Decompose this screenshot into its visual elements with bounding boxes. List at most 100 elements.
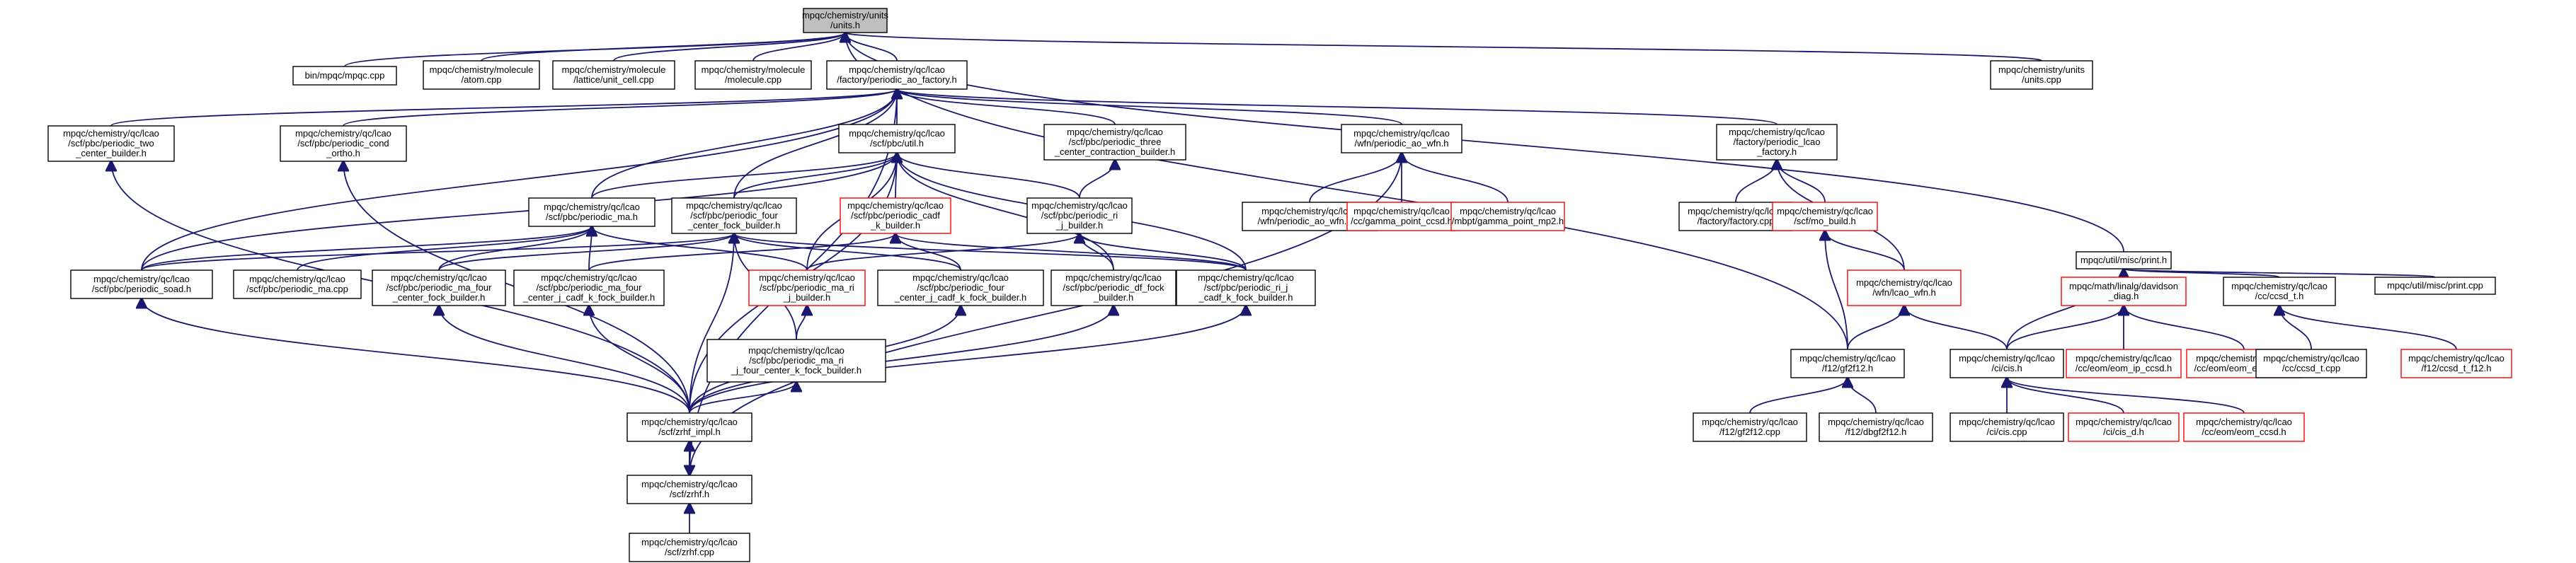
node-cis_h[interactable]: mpqc/chemistry/qc/lcao/ci/cis.h	[1950, 349, 2064, 378]
node-label-davidson-1: _diag.h	[2108, 291, 2139, 301]
edge-mo_build-to-lcao_wfn	[1825, 231, 1905, 271]
node-four_center_fock[interactable]: mpqc/chemistry/qc/lcao/scf/pbc/periodic_…	[671, 197, 797, 234]
node-label-gamma_mp2-0: mpqc/chemistry/qc/lcao	[1460, 206, 1556, 216]
edge-ma_ri_four-to-zrhf_impl	[689, 382, 796, 414]
edge-three_center-to-ri_j	[1079, 160, 1115, 199]
node-ma_four_cadf[interactable]: mpqc/chemistry/qc/lcao/scf/pbc/periodic_…	[513, 269, 665, 306]
node-label-ccsd_t-1: /cc/ccsd_t.h	[2255, 291, 2304, 301]
node-zrhf_cpp[interactable]: mpqc/chemistry/qc/lcao/scf/zrhf.cpp	[629, 533, 750, 562]
node-zrhf_h[interactable]: mpqc/chemistry/qc/lcao/scf/zrhf.h	[626, 475, 752, 504]
node-units_cpp[interactable]: mpqc/chemistry/units/units.cpp	[1990, 60, 2093, 90]
node-three_center[interactable]: mpqc/chemistry/qc/lcao/scf/pbc/periodic_…	[1043, 124, 1186, 161]
node-label-ri_j-1: /scf/pbc/periodic_ri	[1041, 210, 1118, 221]
node-units_h[interactable]: mpqc/chemistry/units/units.h	[802, 8, 889, 33]
node-ma_h[interactable]: mpqc/chemistry/qc/lcao/scf/pbc/periodic_…	[528, 197, 656, 227]
node-f12gf2f12[interactable]: mpqc/chemistry/qc/lcao/f12/gf2f12.h	[1790, 349, 1905, 378]
node-label-periodic_ao_wfn-1: /wfn/periodic_ao_wfn.h	[1355, 138, 1449, 149]
edge-ma_ri_j-to-ma_ri_four	[796, 306, 807, 340]
node-soad_h[interactable]: mpqc/chemistry/qc/lcao/scf/pbc/periodic_…	[70, 269, 213, 299]
node-cis_d[interactable]: mpqc/chemistry/qc/lcao/ci/cis_d.h	[2068, 412, 2180, 442]
node-label-cis_cpp-1: /ci/cis.cpp	[1986, 426, 2027, 437]
node-ma_ri_j[interactable]: mpqc/chemistry/qc/lcao/scf/pbc/periodic_…	[748, 269, 866, 306]
node-label-ma_cpp-1: /scf/pbc/periodic_ma.cpp	[246, 284, 348, 294]
node-periodic_lcao_factory[interactable]: mpqc/chemistry/qc/lcao/factory/periodic_…	[1716, 124, 1838, 161]
node-ma_four_center[interactable]: mpqc/chemistry/qc/lcao/scf/pbc/periodic_…	[372, 269, 506, 306]
node-gamma_ccsd[interactable]: mpqc/chemistry/qc/lcao/cc/gamma_point_cc…	[1346, 202, 1457, 231]
node-atom_cpp[interactable]: mpqc/chemistry/molecule/atom.cpp	[423, 60, 540, 90]
edge-ma_h-to-ma_cpp	[297, 226, 592, 271]
node-label-f12gf2f12-1: /f12/gf2f12.h	[1822, 363, 1873, 373]
node-label-dbgf2f12-0: mpqc/chemistry/qc/lcao	[1828, 417, 1924, 427]
edge-periodic_ao_factory-to-periodic_ao_wfn	[897, 89, 1402, 125]
node-df_fock[interactable]: mpqc/chemistry/qc/lcao/scf/pbc/periodic_…	[1051, 269, 1177, 306]
node-ccsd_t[interactable]: mpqc/chemistry/qc/lcao/cc/ccsd_t.h	[2223, 277, 2336, 306]
node-label-three_center-1: /scf/pbc/periodic_three	[1069, 137, 1162, 147]
node-box-lcao_wfn	[1847, 269, 1962, 306]
node-eom_ccsd[interactable]: mpqc/chemistry/qc/lcao/cc/eom/eom_ccsd.h	[2183, 412, 2305, 442]
node-box-zrhf_cpp	[629, 533, 750, 562]
nodes-layer: mpqc/chemistry/units/units.h bin/mpqc/mpq…	[47, 8, 2512, 562]
node-ma_ri_four[interactable]: mpqc/chemistry/qc/lcao/scf/pbc/periodic_…	[706, 339, 886, 383]
node-lcao_wfn[interactable]: mpqc/chemistry/qc/lcao/wfn/lcao_wfn.h	[1847, 269, 1962, 306]
node-molecule_cpp[interactable]: mpqc/chemistry/molecule/molecule.cpp	[694, 60, 812, 90]
edge-periodic_ao_factory-to-two_center	[110, 89, 897, 127]
node-cis_cpp[interactable]: mpqc/chemistry/qc/lcao/ci/cis.cpp	[1950, 412, 2064, 442]
node-gf2f12_cpp[interactable]: mpqc/chemistry/qc/lcao/f12/gf2f12.cpp	[1693, 412, 1807, 442]
node-periodic_ao_wfn[interactable]: mpqc/chemistry/qc/lcao/wfn/periodic_ao_w…	[1341, 124, 1462, 153]
node-label-units_h-1: /units.h	[830, 20, 860, 30]
node-label-atom_cpp-0: mpqc/chemistry/molecule	[430, 64, 534, 75]
edge-ma_four_center-to-zrhf_impl	[439, 306, 690, 414]
node-label-gamma_ccsd-0: mpqc/chemistry/qc/lcao	[1353, 206, 1450, 216]
edge-four_center_fock-to-ma_four_center	[438, 233, 734, 271]
node-label-unit_cell_cpp-1: /lattice/unit_cell.cpp	[573, 74, 653, 85]
node-two_center[interactable]: mpqc/chemistry/qc/lcao/scf/pbc/periodic_…	[47, 125, 175, 162]
node-label-soad_h-0: mpqc/chemistry/qc/lcao	[93, 274, 190, 284]
node-ccsd_t_f12[interactable]: mpqc/chemistry/qc/lcao/f12/ccsd_t_f12.h	[2400, 349, 2512, 378]
edge-f12gf2f12-to-gf2f12_cpp	[1749, 378, 1848, 414]
node-four_cadf[interactable]: mpqc/chemistry/qc/lcao/scf/pbc/periodic_…	[877, 269, 1044, 306]
edge-f12gf2f12-to-dbgf2f12	[1848, 378, 1877, 414]
node-box-units_h	[803, 8, 888, 33]
edge-ccsd_t-to-ccsd_t_cpp	[2279, 306, 2312, 350]
node-label-df_fock-2: _builder.h	[1093, 292, 1133, 303]
node-unit_cell_cpp[interactable]: mpqc/chemistry/molecule/lattice/unit_cel…	[552, 60, 675, 90]
node-label-mo_build-1: /scf/mo_build.h	[1794, 216, 1855, 226]
node-label-ma_ri_j-1: /scf/pbc/periodic_ma_ri	[760, 282, 854, 293]
node-label-print_h-0: mpqc/util/misc/print.h	[2080, 255, 2167, 265]
node-label-cis_h-1: /ci/cis.h	[1991, 363, 2022, 373]
node-label-units_cpp-1: /units.cpp	[2022, 74, 2061, 85]
node-ccsd_t_cpp[interactable]: mpqc/chemistry/qc/lcao/cc/ccsd_t.cpp	[2255, 349, 2367, 378]
node-mo_build[interactable]: mpqc/chemistry/qc/lcao/scf/mo_build.h	[1772, 202, 1878, 231]
edge-periodic_ao_factory-to-periodic_lcao_factory	[897, 89, 1778, 125]
node-label-cadf_k-0: mpqc/chemistry/qc/lcao	[847, 200, 944, 211]
node-label-cond_ortho-1: /scf/pbc/periodic_cond	[297, 138, 389, 149]
node-davidson[interactable]: mpqc/math/linalg/davidson_diag.h	[2061, 277, 2187, 306]
node-ri_j_cadf[interactable]: mpqc/chemistry/qc/lcao/scf/pbc/periodic_…	[1176, 269, 1316, 306]
node-zrhf_impl[interactable]: mpqc/chemistry/qc/lcao/scf/zrhf_impl.h	[626, 412, 752, 442]
edge-util_h-to-ma_h	[591, 153, 897, 199]
node-label-three_center-2: _center_contraction_builder.h	[1054, 146, 1176, 157]
node-label-four_center_fock-1: /scf/pbc/periodic_four	[690, 210, 778, 221]
node-print_h[interactable]: mpqc/util/misc/print.h	[2076, 251, 2172, 269]
node-mpqc_cpp[interactable]: bin/mpqc/mpqc.cpp	[292, 66, 397, 86]
node-ma_cpp[interactable]: mpqc/chemistry/qc/lcao/scf/pbc/periodic_…	[233, 269, 362, 299]
edge-four_center_fock-to-zrhf_impl	[689, 233, 734, 414]
node-box-cis_cpp	[1950, 412, 2064, 442]
edge-ri_j-to-ma_ri_j	[806, 233, 1080, 271]
edge-cis_h-to-eom_ccsd	[2007, 378, 2245, 414]
node-box-ma_four_cadf	[513, 269, 665, 306]
node-dbgf2f12[interactable]: mpqc/chemistry/qc/lcao/f12/dbgf2f12.h	[1819, 412, 1933, 442]
node-cond_ortho[interactable]: mpqc/chemistry/qc/lcao/scf/pbc/periodic_…	[280, 125, 407, 162]
node-periodic_ao_factory[interactable]: mpqc/chemistry/qc/lcao/factory/periodic_…	[826, 60, 968, 90]
node-print_cpp[interactable]: mpqc/util/misc/print.cpp	[2374, 277, 2496, 295]
node-ri_j[interactable]: mpqc/chemistry/qc/lcao/scf/pbc/periodic_…	[1026, 197, 1133, 234]
node-box-zrhf_impl	[626, 412, 752, 442]
edge-periodic_ao_factory-to-four_center_fock	[733, 89, 897, 199]
node-gamma_mp2[interactable]: mpqc/chemistry/qc/lcao/mbpt/gamma_point_…	[1450, 202, 1565, 231]
node-eom_ip[interactable]: mpqc/chemistry/qc/lcao/cc/eom/eom_ip_ccs…	[2066, 349, 2182, 378]
node-util_h[interactable]: mpqc/chemistry/qc/lcao/scf/pbc/util.h	[838, 124, 956, 153]
edge-davidson-to-cis_h	[2006, 306, 2124, 350]
node-cadf_k[interactable]: mpqc/chemistry/qc/lcao/scf/pbc/periodic_…	[840, 197, 951, 234]
node-label-ma_four_center-1: /scf/pbc/periodic_ma_four	[387, 282, 493, 293]
node-box-gamma_mp2	[1450, 202, 1565, 231]
